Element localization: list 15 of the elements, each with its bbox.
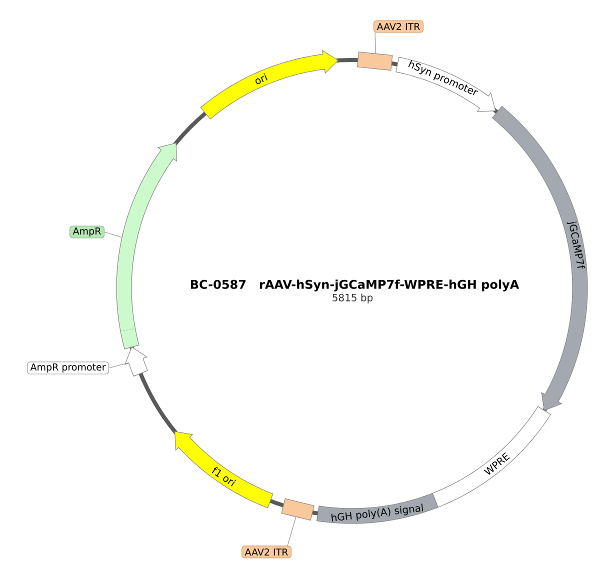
leader-line: [108, 362, 129, 368]
feature-band: hGH poly(A) signal: [316, 492, 438, 524]
leader-line: [374, 32, 376, 54]
feature-band: [116, 142, 177, 350]
feature-label: AAV2 ITR: [241, 546, 292, 558]
feature-label: AAV2 ITR: [374, 20, 424, 33]
feature-label: AmpR promoter: [26, 362, 110, 374]
feature-band: f1 ori: [174, 431, 274, 508]
feature-block: [281, 498, 314, 521]
leader-line: [287, 516, 296, 546]
feature-band: ori: [200, 50, 339, 120]
leader-line: [104, 232, 122, 238]
sequence-length: 5815 bp: [332, 294, 373, 304]
feature-block: [356, 52, 393, 71]
feature-label: AmpR: [70, 226, 104, 238]
